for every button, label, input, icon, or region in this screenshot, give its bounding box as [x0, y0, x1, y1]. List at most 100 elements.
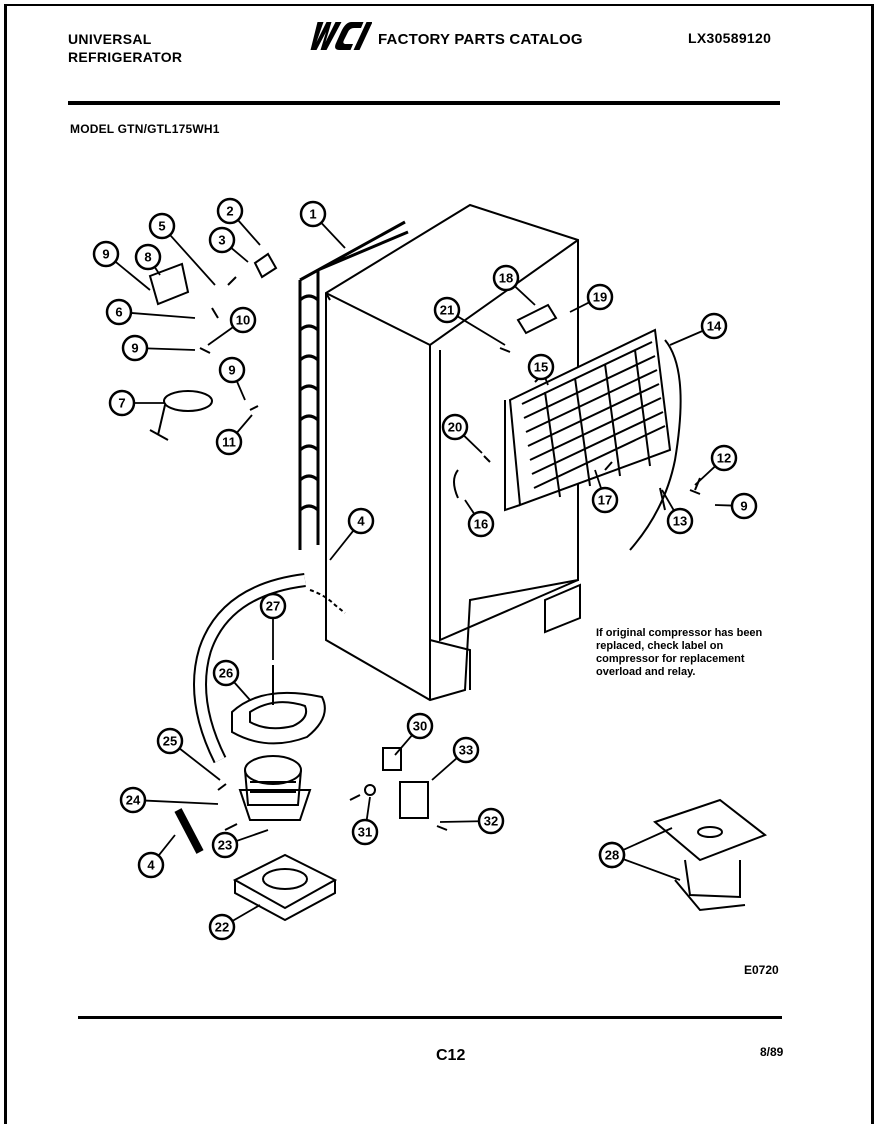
callout-circle: [208, 226, 236, 254]
wci-logo: [310, 22, 372, 50]
callout-circle: [212, 659, 240, 687]
callout-number: 27: [266, 599, 280, 614]
callout-c28b: 28: [598, 827, 673, 869]
callout-leader: [714, 504, 733, 507]
model-label: MODEL GTN/GTL175WH1: [70, 122, 220, 136]
catalog-number: LX30589120: [688, 30, 772, 46]
callout-leader: [178, 747, 221, 781]
callout-c12: 12: [694, 444, 738, 486]
refrigerator-cabinet: [325, 203, 581, 702]
diagram-code: E0720: [744, 963, 779, 977]
callout-circle: [215, 428, 243, 456]
callout-leader: [235, 380, 246, 401]
callout-leader: [464, 499, 476, 515]
callout-number: 22: [215, 920, 229, 935]
callout-leader: [431, 757, 458, 781]
callout-number: 28: [605, 848, 619, 863]
relay-overload: [364, 747, 429, 819]
callout-circle: [208, 913, 236, 941]
callout-number: 9: [102, 247, 109, 262]
callout-circle: [710, 444, 738, 472]
callout-leader: [236, 414, 253, 434]
callout-c7: 7: [108, 389, 165, 417]
callout-circle: [666, 507, 694, 535]
callout-circle: [216, 197, 244, 225]
callout-c4a: 4: [329, 507, 375, 561]
callout-leader: [207, 326, 234, 346]
page-number: C12: [436, 1047, 466, 1064]
callout-circle: [433, 296, 461, 324]
callout-number: 9: [740, 499, 747, 514]
callout-circle: [211, 831, 239, 859]
callout-circle: [441, 413, 469, 441]
callout-number: 23: [218, 838, 232, 853]
brand-block: UNIVERSAL REFRIGERATOR: [68, 30, 182, 66]
callout-leader: [236, 829, 269, 842]
callout-leader: [157, 834, 176, 857]
callout-number: 12: [717, 451, 731, 466]
header-rule: [68, 101, 780, 105]
callout-c21: 21: [433, 296, 506, 346]
alt-compressor-inset: [653, 798, 768, 912]
callout-c23: 23: [211, 829, 269, 859]
callout-circle: [452, 736, 480, 764]
callout-leader: [669, 329, 704, 346]
callout-number: 4: [357, 514, 365, 529]
callout-circle: [591, 486, 619, 514]
compressor-note: If original compressor has been replaced…: [596, 627, 763, 678]
callout-c15: 15: [527, 353, 555, 386]
callout-number: 11: [222, 435, 236, 450]
callout-number: 9: [131, 341, 138, 356]
callout-c33: 33: [431, 736, 480, 781]
callout-circle: [347, 507, 375, 535]
footer-rule: [78, 1016, 782, 1019]
callout-c14: 14: [669, 312, 728, 346]
catalog-title: FACTORY PARTS CATALOG: [378, 30, 583, 48]
catalog-date: 8/89: [760, 1045, 784, 1059]
callout-c9b: 9: [121, 334, 196, 362]
callout-leader: [365, 796, 371, 821]
callout-circle: [218, 356, 246, 384]
callout-circle: [92, 240, 120, 268]
callout-leader: [569, 301, 590, 313]
callout-leader: [456, 315, 506, 346]
callout-leader: [320, 222, 346, 249]
callout-number: 1: [309, 207, 316, 222]
callout-c32: 32: [439, 807, 505, 835]
callout-number: 21: [440, 303, 454, 318]
callout-leader: [146, 347, 196, 351]
callout-number: 31: [358, 825, 372, 840]
callout-circle: [527, 353, 555, 381]
callout-circle: [105, 298, 133, 326]
callout-leader: [661, 489, 675, 512]
callout-circle: [700, 312, 728, 340]
callout-c10: 10: [207, 306, 257, 346]
callout-number: 5: [158, 219, 165, 234]
callout-circle: [148, 212, 176, 240]
callout-number: 30: [413, 719, 427, 734]
callout-number: 18: [499, 271, 513, 286]
callout-number: 9: [228, 363, 235, 378]
callout-c26: 26: [212, 659, 251, 701]
condenser-coil: [298, 220, 409, 550]
callout-c18: 18: [492, 264, 536, 306]
callout-number: 17: [598, 493, 612, 508]
power-cord: [149, 390, 213, 441]
callout-leader: [514, 285, 536, 306]
callout-leader: [439, 820, 480, 823]
callout-number: 13: [673, 514, 687, 529]
callout-circle: [730, 492, 758, 520]
callout-circle: [121, 334, 149, 362]
callout-circle: [467, 510, 495, 538]
callout-circle: [477, 807, 505, 835]
callout-c8: 8: [134, 243, 162, 276]
callout-number: 24: [126, 793, 141, 808]
callout-c6: 6: [105, 298, 196, 326]
callout-leader: [144, 799, 219, 805]
callout-circle: [156, 727, 184, 755]
callout-circle: [229, 306, 257, 334]
callout-c9a: 9: [92, 240, 151, 291]
callout-number: 15: [534, 360, 548, 375]
callout-number: 6: [115, 305, 122, 320]
